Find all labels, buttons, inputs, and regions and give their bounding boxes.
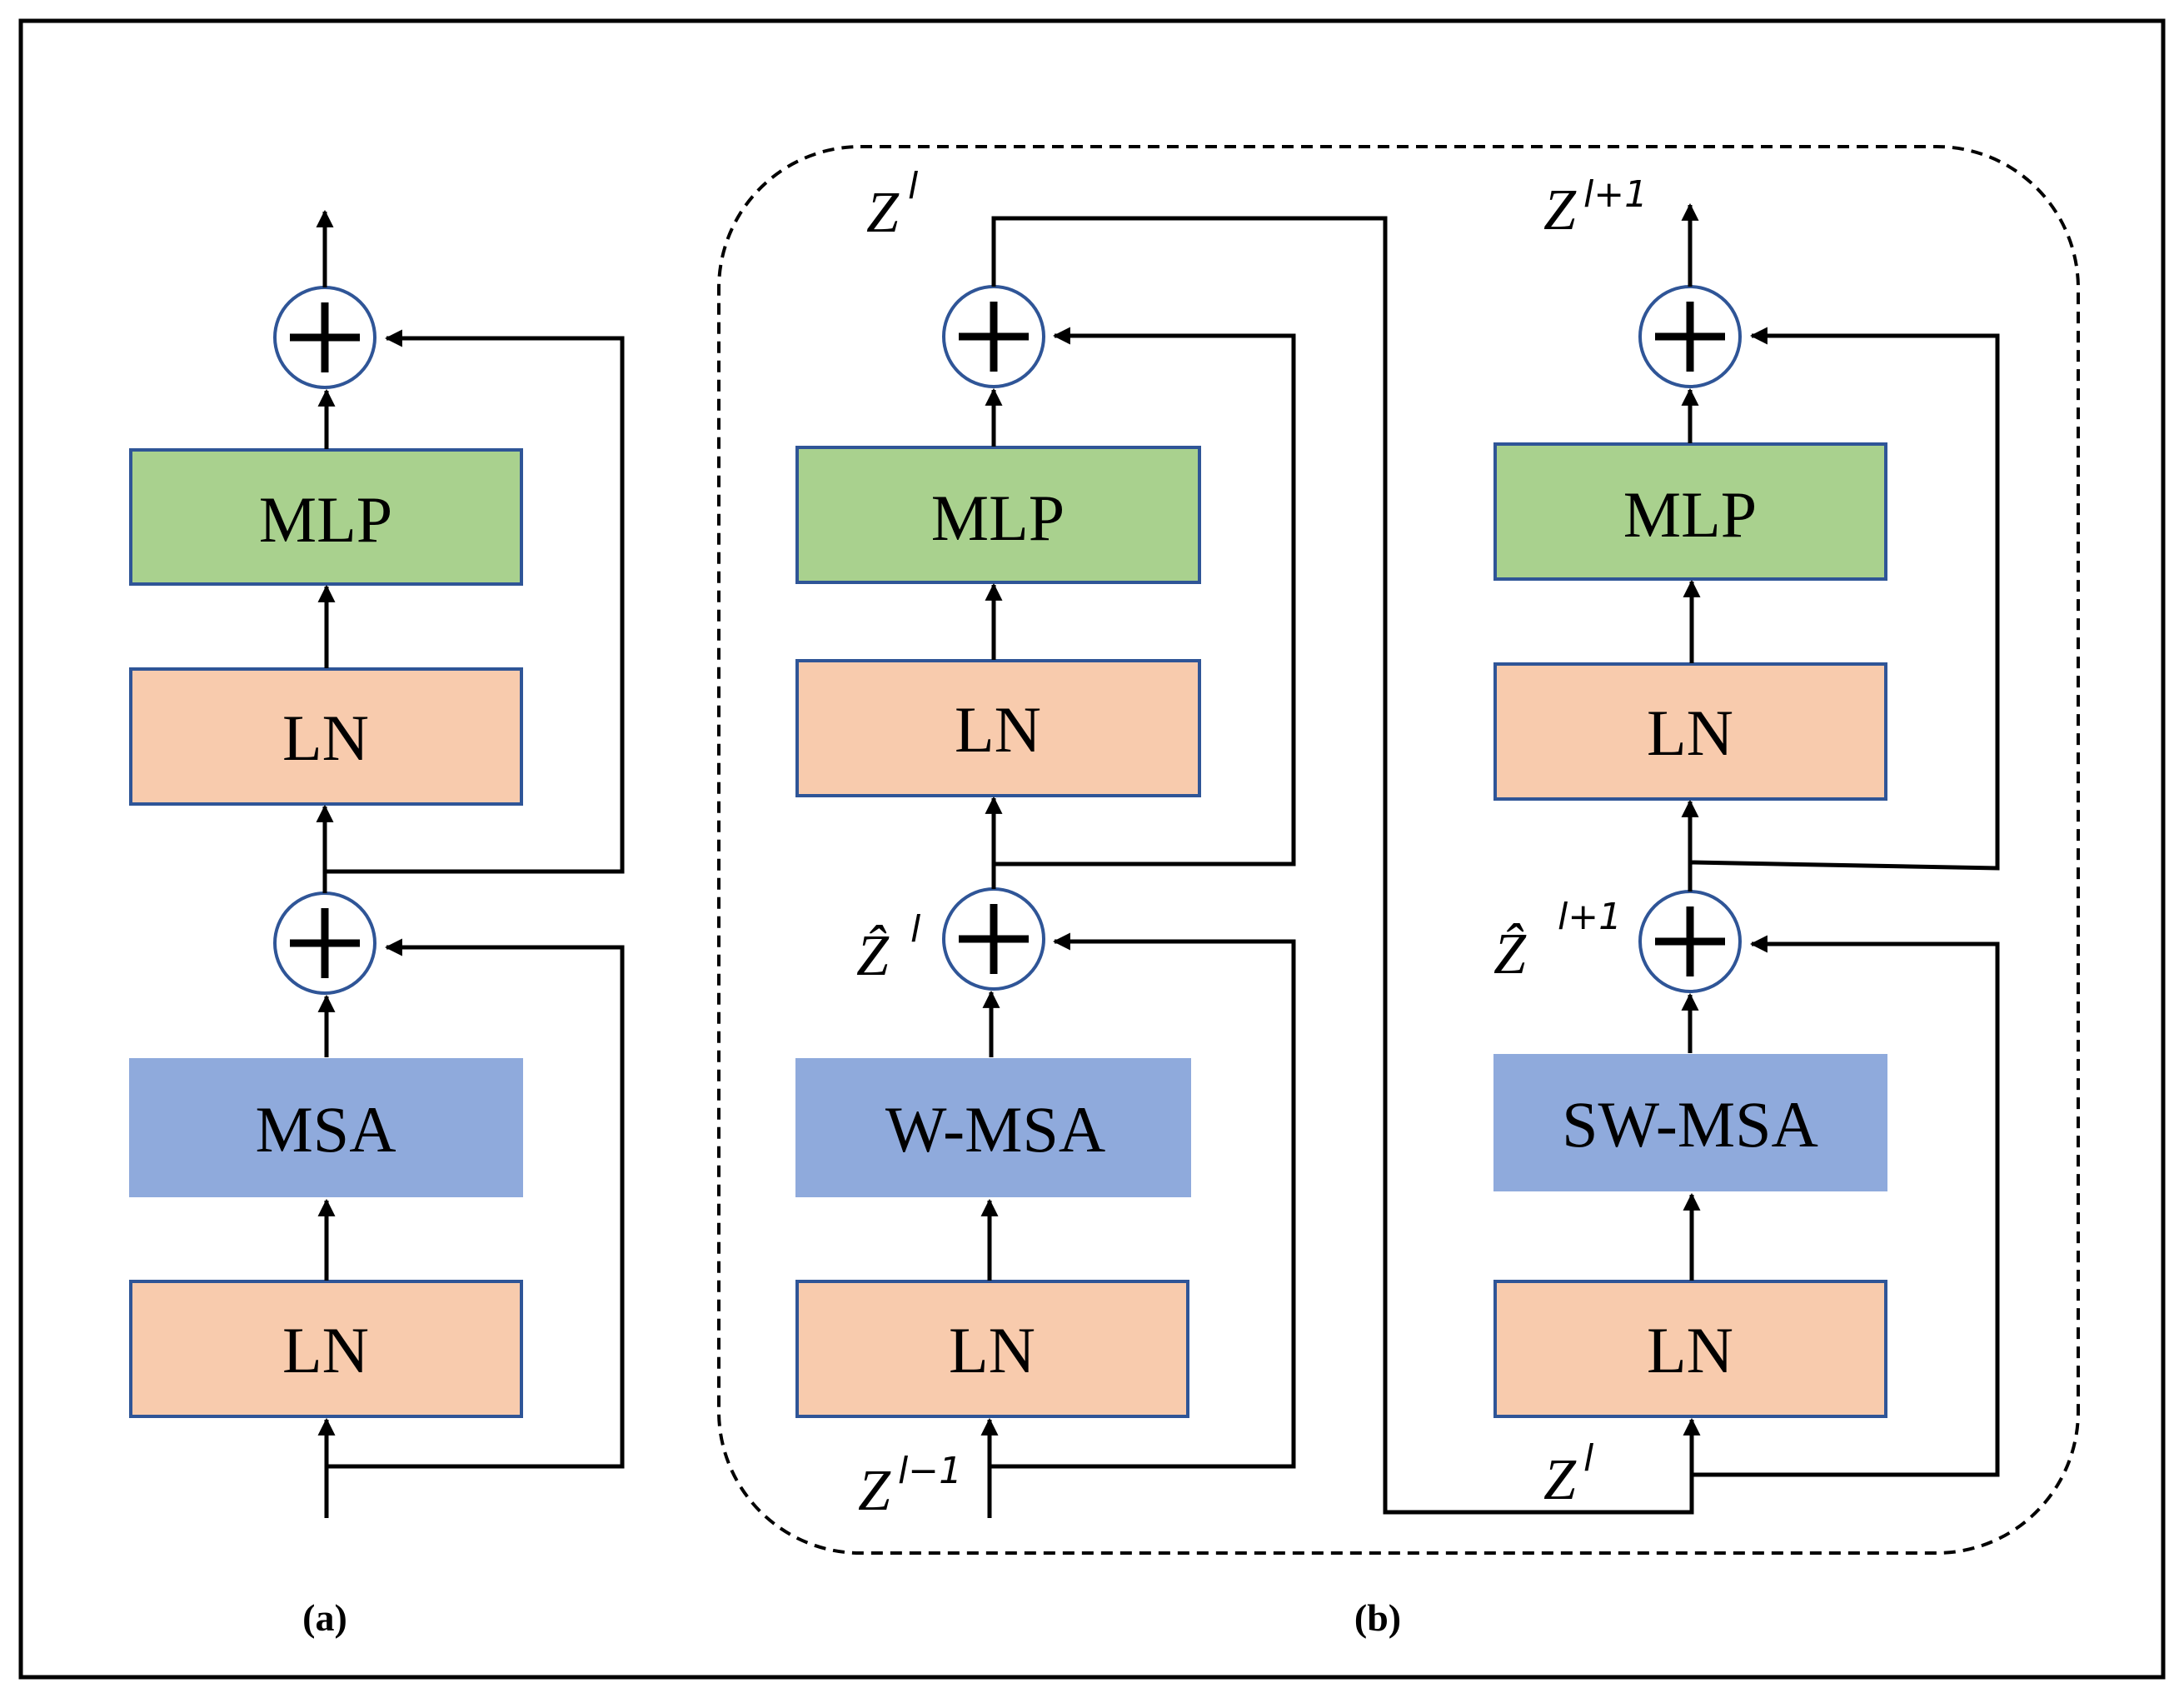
connectors-a <box>316 209 625 1518</box>
mlp-box-bl <box>795 446 1201 584</box>
label-z-l-bottom: Z l <box>1543 1437 1594 1512</box>
dashed-group-border <box>717 145 2080 1555</box>
mlp-label-bl: MLP <box>931 482 1065 554</box>
outer-frame <box>18 18 2166 1680</box>
connectors-bl1 <box>1681 202 2000 1477</box>
msa-box-a <box>129 1058 523 1197</box>
svg-text:l: l <box>1583 1437 1594 1480</box>
svg-text:l: l <box>910 908 921 951</box>
sw-msa-label: SW-MSA <box>1562 1088 1818 1161</box>
ln-bottom-label-bl1: LN <box>1647 1314 1733 1386</box>
label-z-l1-top: Z l+1 <box>1543 173 1648 242</box>
adder-top-bl1 <box>1638 285 1742 388</box>
label-z-hat-l1: Ẑ l+1 <box>1493 896 1622 986</box>
mlp-label-bl1: MLP <box>1623 478 1757 551</box>
svg-text:l: l <box>908 165 919 207</box>
adder-top-bl <box>942 285 1045 388</box>
svg-text:l+1: l+1 <box>1583 173 1648 216</box>
adder-bottom-a <box>273 891 376 995</box>
panel-b-block-l: LN W-MSA LN MLP <box>795 216 1701 1518</box>
ln-top-label-a: LN <box>282 702 369 774</box>
ln-top-label-bl1: LN <box>1647 697 1733 769</box>
adder-bottom-bl1 <box>1638 890 1742 993</box>
ln-top-label-bl: LN <box>955 693 1041 766</box>
connectors-bl <box>980 216 1701 1518</box>
ln-top-box-a <box>129 667 523 806</box>
ln-bottom-box-bl <box>795 1280 1189 1418</box>
mlp-box-bl1 <box>1493 442 1887 581</box>
ln-bottom-label-a: LN <box>282 1314 369 1386</box>
label-z-l-minus-1: Z l−1 <box>858 1450 962 1523</box>
w-msa-label: W-MSA <box>885 1093 1105 1166</box>
mlp-box-a <box>129 448 523 586</box>
ln-bottom-label-bl: LN <box>949 1314 1035 1386</box>
ln-bottom-box-a <box>129 1280 523 1418</box>
svg-text:Ẑ: Ẑ <box>1493 922 1527 986</box>
ln-top-box-bl <box>795 659 1201 797</box>
svg-text:Z: Z <box>1543 1448 1577 1512</box>
mlp-label-a: MLP <box>259 483 392 556</box>
caption-b: (b) <box>1354 1596 1401 1639</box>
ln-top-box-bl1 <box>1493 662 1887 801</box>
adder-bottom-bl <box>942 887 1045 991</box>
label-z-hat-l: Ẑ l <box>856 908 921 988</box>
svg-text:Ẑ: Ẑ <box>856 924 890 988</box>
sw-msa-box <box>1493 1054 1887 1191</box>
w-msa-box <box>795 1058 1191 1197</box>
adder-top-a <box>273 286 376 389</box>
svg-text:l−1: l−1 <box>898 1450 962 1492</box>
caption-a: (a) <box>302 1596 347 1639</box>
svg-text:l+1: l+1 <box>1558 896 1622 938</box>
svg-text:Z: Z <box>858 1459 891 1523</box>
svg-text:Z: Z <box>866 181 900 245</box>
label-z-l-top: Z l <box>866 165 919 245</box>
svg-text:Z: Z <box>1543 178 1577 242</box>
panel-a: LN MSA LN MLP (a) <box>129 209 625 1639</box>
panel-b-block-l1: LN SW-MSA LN MLP <box>1493 202 2000 1477</box>
ln-bottom-box-bl1 <box>1493 1280 1887 1418</box>
msa-label-a: MSA <box>255 1093 396 1166</box>
